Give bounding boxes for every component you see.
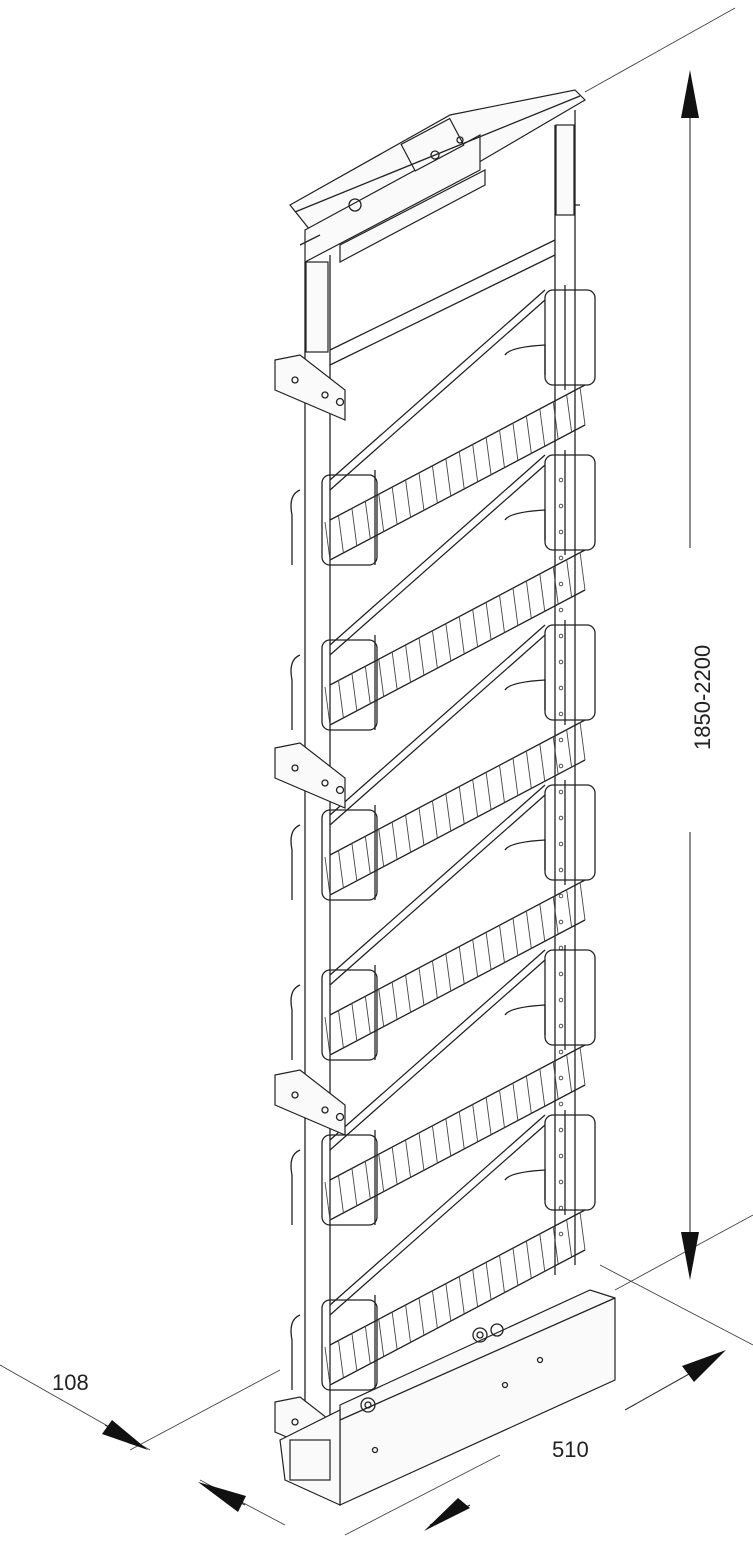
post-hole — [558, 997, 564, 1003]
post-hole — [558, 1205, 564, 1211]
rear-post-holes — [558, 477, 564, 1237]
mounting-bracket — [274, 1069, 346, 1136]
height-arrow-top — [681, 70, 699, 118]
wire-basket — [290, 1110, 596, 1391]
post-hole — [558, 711, 564, 717]
height-arrow-bottom — [681, 1232, 699, 1280]
wire-basket — [290, 285, 596, 566]
width-arrow-left-lower — [198, 1482, 246, 1512]
post-hole — [558, 1127, 564, 1133]
post-hole — [558, 1101, 564, 1107]
post-hole — [558, 815, 564, 821]
post-hole — [558, 737, 564, 743]
post-hole — [558, 581, 564, 587]
depth-label: 108 — [52, 1370, 89, 1395]
top-slide-mechanism — [289, 89, 586, 263]
wire-basket — [290, 945, 596, 1226]
post-hole — [558, 659, 564, 665]
depth-arrow — [102, 1420, 148, 1450]
post-hole — [558, 763, 564, 769]
mounting-brackets — [274, 354, 346, 1463]
post-hole — [558, 555, 564, 561]
base-plinth — [279, 1289, 616, 1506]
basket-stack — [290, 285, 596, 1391]
width-arrow-right — [682, 1350, 726, 1382]
mounting-bracket — [274, 354, 346, 421]
post-hole — [558, 867, 564, 873]
width-label: 510 — [552, 1437, 589, 1462]
post-hole — [558, 1231, 564, 1237]
post-hole — [558, 503, 564, 509]
post-hole — [558, 1153, 564, 1159]
frame-uprights — [304, 110, 576, 1420]
post-hole — [558, 607, 564, 613]
height-label: 1850-2200 — [690, 645, 715, 750]
post-hole — [558, 919, 564, 925]
post-hole — [558, 477, 564, 483]
post-hole — [558, 945, 564, 951]
post-hole — [558, 789, 564, 795]
post-hole — [558, 633, 564, 639]
post-hole — [558, 1049, 564, 1055]
post-hole — [558, 971, 564, 977]
mounting-bracket — [274, 742, 346, 809]
depth-dimension: 108 — [52, 1370, 148, 1450]
wire-basket — [290, 780, 596, 1061]
post-hole — [558, 529, 564, 535]
height-dimension: 1850-2200 — [681, 70, 715, 1280]
post-hole — [558, 841, 564, 847]
post-hole — [558, 1075, 564, 1081]
post-hole — [558, 1179, 564, 1185]
wire-basket — [290, 620, 596, 901]
wire-basket — [290, 450, 596, 731]
post-hole — [558, 685, 564, 691]
width-arrow-left — [424, 1498, 470, 1531]
post-hole — [558, 893, 564, 899]
width-dimension: 510 — [198, 1350, 726, 1531]
post-hole — [558, 1023, 564, 1029]
